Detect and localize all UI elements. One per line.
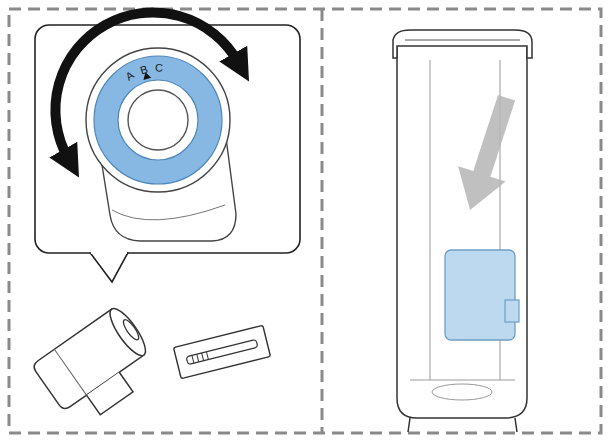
cartridge-end bbox=[104, 304, 151, 360]
test-strip bbox=[173, 325, 270, 378]
panel-divider bbox=[321, 9, 324, 433]
knob-body-edge bbox=[112, 205, 225, 220]
dial-letter: C bbox=[155, 62, 163, 73]
tank-rim bbox=[393, 30, 532, 58]
strip-pad bbox=[202, 353, 204, 361]
cartridge bbox=[31, 304, 165, 431]
outer-dashed-frame bbox=[9, 9, 601, 433]
tank-feet bbox=[408, 418, 517, 432]
strip bbox=[186, 339, 258, 364]
strip-pad bbox=[206, 352, 208, 360]
cartridge-dial bbox=[121, 318, 141, 342]
panel-frames bbox=[9, 9, 601, 433]
tank-base-seat bbox=[432, 384, 492, 400]
cartridge-seam bbox=[54, 349, 86, 395]
strip-pads bbox=[192, 352, 208, 363]
strip-pad bbox=[192, 355, 194, 363]
cartridge-tab bbox=[505, 300, 519, 322]
callout-pointer-gap bbox=[91, 251, 127, 254]
cartridge-foot bbox=[86, 372, 133, 415]
knob-outer bbox=[86, 48, 230, 192]
callout-pointer bbox=[90, 253, 128, 283]
rotate-arrow bbox=[55, 12, 238, 158]
dial-letter: A bbox=[124, 70, 136, 83]
dial-inner bbox=[118, 80, 198, 160]
tank-rim-inner bbox=[405, 40, 520, 41]
water-tank bbox=[393, 30, 532, 432]
installed-cartridge bbox=[445, 250, 515, 340]
dial-ring bbox=[94, 56, 222, 184]
insert-arrow bbox=[446, 90, 530, 218]
dial-hole bbox=[128, 90, 188, 150]
strip-pad bbox=[197, 354, 199, 362]
dial-letter: B bbox=[139, 64, 149, 77]
strip-package bbox=[173, 325, 270, 378]
